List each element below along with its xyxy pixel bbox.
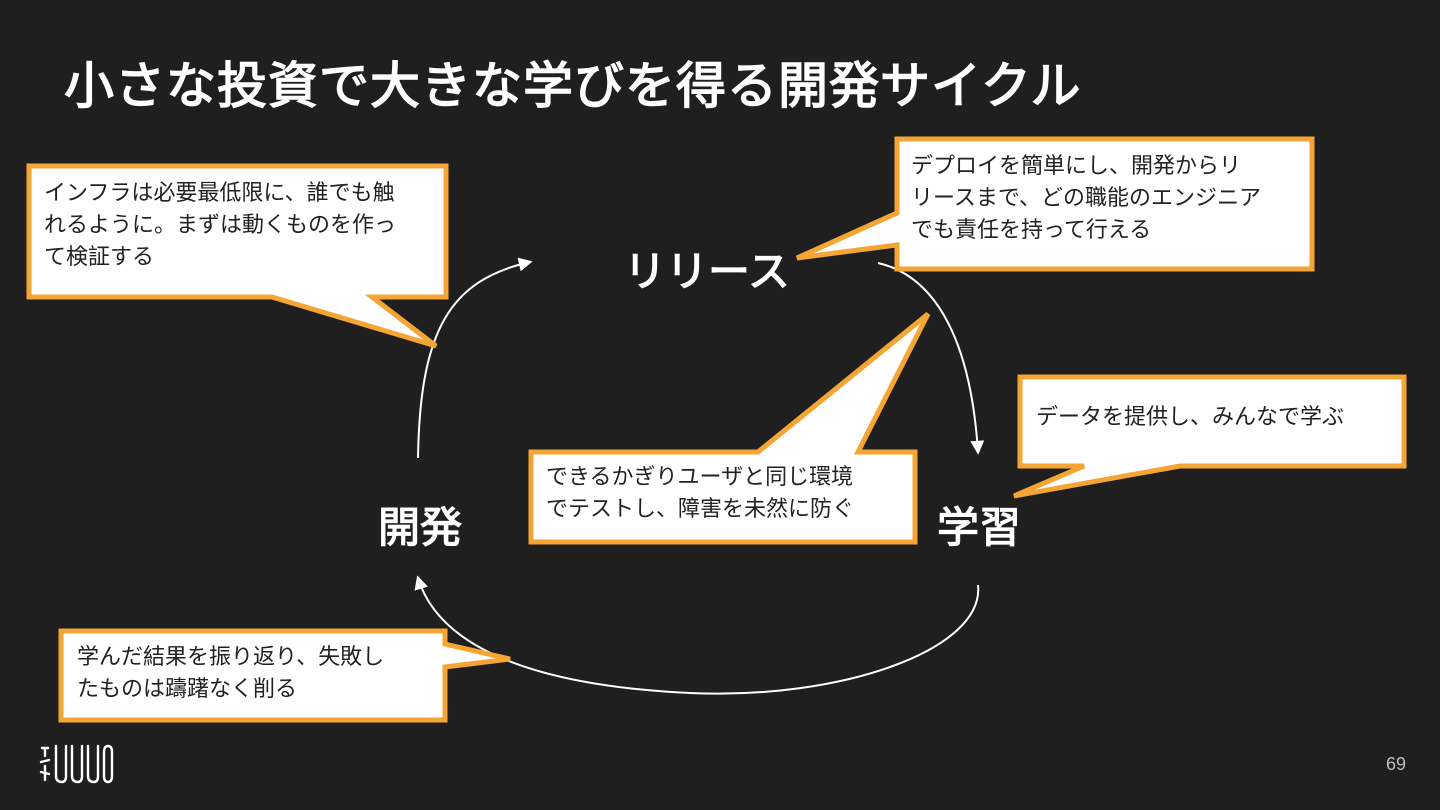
callout-deploy-text: デプロイを簡単にし、開発からリ リースまで、どの職能のエンジニア でも責任を持っ… <box>911 154 1262 243</box>
callout-reflect-bubble <box>58 628 511 723</box>
callout-reflect-text: 学んだ結果を振り返り、失敗し たものは躊躇なく削る <box>77 645 385 702</box>
arrow-develop-to-release <box>417 257 533 459</box>
callout-deploy-bubble <box>795 136 1315 272</box>
callout-data-bubble <box>1013 374 1407 499</box>
callout-test-bubble <box>528 312 931 545</box>
callout-infra-bubble <box>26 163 449 349</box>
slide-title: 小さな投資で大きな学びを得る開発サイクル <box>64 57 1082 115</box>
arrow-learn-to-develop <box>414 575 980 695</box>
callout-test-text: できるかぎりユーザと同じ環境 でテストし、障害を未然に防ぐ <box>546 465 855 522</box>
page-number: 69 <box>1385 754 1406 774</box>
callout-data-text: データを提供し、みんなで学ぶ <box>1036 405 1345 430</box>
node-learn: 学習 <box>937 503 1022 552</box>
node-release: リリース <box>624 247 790 296</box>
company-logo-icon <box>39 744 114 784</box>
callout-infra-text: インフラは必要最低限に、誰でも触 れるように。まずは動くものを作っ て検証する <box>44 181 397 270</box>
node-develop: 開発 <box>378 503 463 552</box>
